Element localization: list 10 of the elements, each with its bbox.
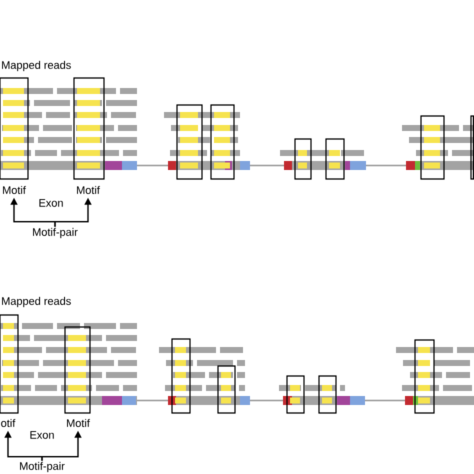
motif-label: otif [1, 418, 16, 428]
exon-label: Exon [39, 199, 63, 207]
motif-pair-label: Motif-pair [33, 228, 78, 238]
motif-label: Motif [3, 186, 26, 194]
exon-label: Exon [30, 431, 54, 439]
motif-pair-label: Motif-pair [20, 462, 65, 472]
section-heading: Mapped reads [2, 296, 71, 308]
motif-label: Motif [67, 418, 90, 428]
section-heading: Mapped reads [2, 60, 71, 72]
motif-label: Motif [77, 186, 100, 194]
